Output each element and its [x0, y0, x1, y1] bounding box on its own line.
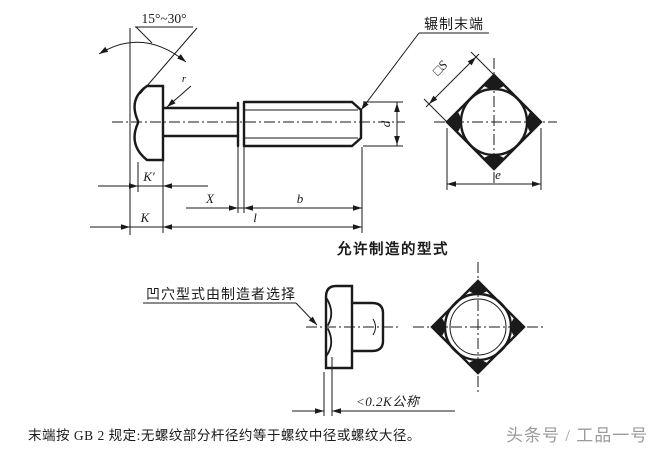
head-height-label: K: [140, 210, 151, 225]
dimension-lines-bottom: K′ K l X b: [90, 147, 363, 233]
incomplete-thread-label: X: [205, 191, 215, 206]
recess-depth-label: <0.2K公称: [356, 394, 421, 409]
fillet-radius-callout: r: [166, 73, 192, 108]
bolt-thread-section: [242, 100, 363, 148]
square-width-label: □S: [429, 57, 450, 78]
shank-length-label: l: [253, 210, 257, 225]
alternate-form-caption: 允许制造的型式: [336, 240, 449, 258]
chamfer-angle-construction: 15°~30°: [98, 11, 198, 235]
footnote-text: 末端按 GB 2 规定:无螺纹部分杆径约等于螺纹中径或螺纹大径。: [28, 427, 421, 443]
recess-note-callout: 凹穴型式由制造者选择: [143, 287, 318, 326]
alternate-head-side-view: [306, 284, 400, 370]
square-head-end-view: [434, 58, 557, 186]
head-height-flat-label: K′: [142, 169, 155, 184]
fillet-radius-label: r: [182, 73, 187, 85]
across-corners-label: e: [495, 167, 501, 182]
recess-note-label: 凹穴型式由制造者选择: [146, 287, 296, 303]
rolled-end-label: 辗制末端: [424, 16, 484, 33]
dimension-d: d: [363, 101, 403, 147]
diameter-label: d: [378, 120, 393, 127]
dimension-e: e: [446, 128, 542, 190]
dimension-recess-depth: <0.2K公称: [292, 357, 455, 416]
bolt-shank: [161, 101, 246, 148]
thread-length-label: b: [297, 191, 304, 206]
alternate-head-end-view: [413, 262, 543, 392]
bolt-head-side-view: [133, 84, 165, 162]
angle-label: 15°~30°: [141, 11, 186, 26]
watermark-text: 头条号 / 工品一号: [506, 426, 648, 445]
rolled-end-callout: 辗制末端: [360, 16, 489, 111]
